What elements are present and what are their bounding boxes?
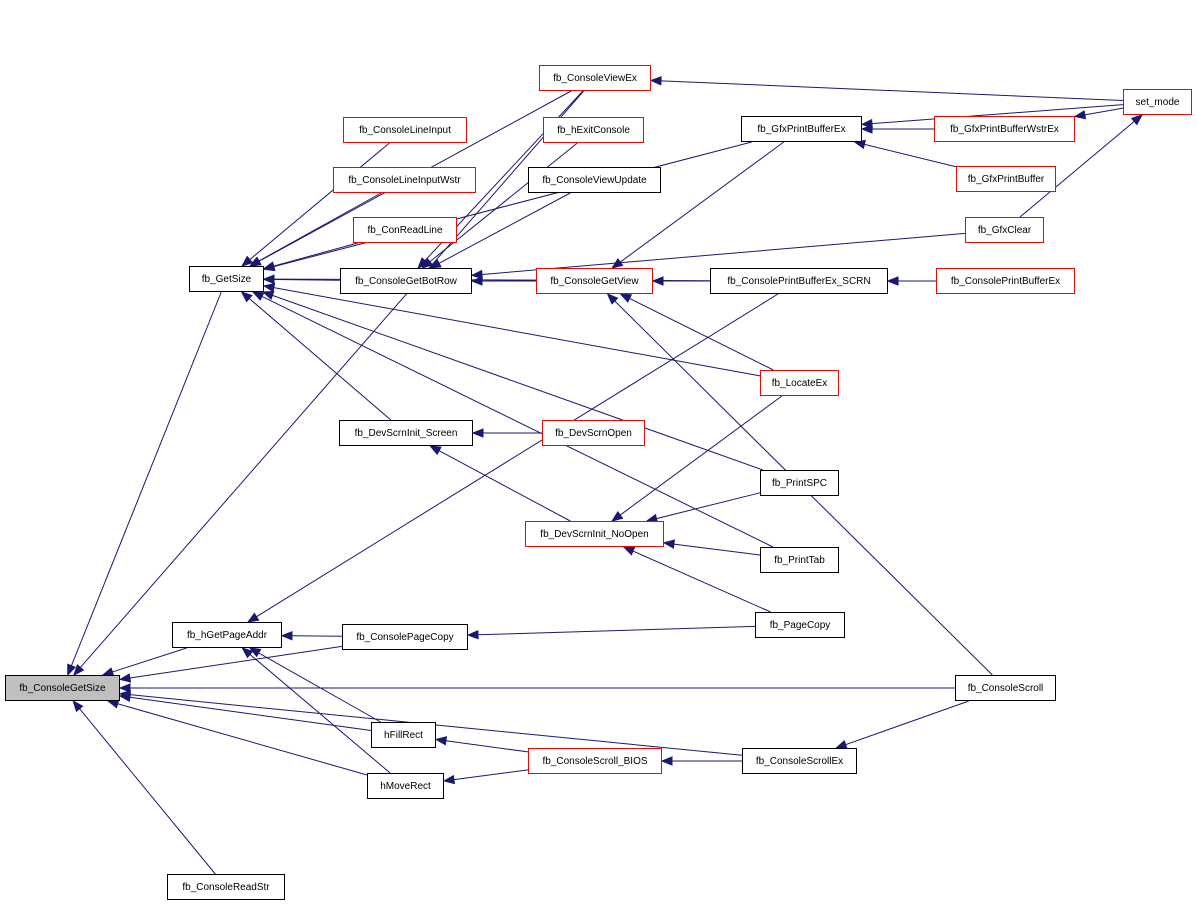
node-fb-devscrninit-screen[interactable]: fb_DevScrnInit_Screen (339, 420, 473, 446)
edge-pagecopyc-to-root (118, 645, 343, 683)
edge-setmode-to-gfxpbew (1073, 107, 1124, 120)
edge-scrollex-to-scrollbios (660, 756, 742, 766)
edge-viewex-to-root (72, 90, 585, 677)
node-fb-consolegetbotrow[interactable]: fb_ConsoleGetBotRow (340, 268, 472, 294)
node-fb-consoleviewex[interactable]: fb_ConsoleViewEx (539, 65, 651, 91)
node-fb-consoleviewupdate[interactable]: fb_ConsoleViewUpdate (528, 167, 661, 193)
edge-gfxclear-to-botrow (470, 232, 966, 280)
node-hmoverect[interactable]: hMoveRect (367, 773, 444, 799)
node-fb-gfxprintbufferex[interactable]: fb_GfxPrintBufferEx (741, 116, 862, 142)
edge-locateex-to-noopen (611, 395, 783, 522)
node-hfillrect[interactable]: hFillRect (371, 722, 436, 748)
node-fb-consolegetview[interactable]: fb_ConsoleGetView (536, 268, 653, 294)
node-fb-hexitconsole[interactable]: fb_hExitConsole (543, 117, 644, 143)
edge-gfxclear-to-setmode (1019, 114, 1143, 218)
node-fb-consoleprintbufferex-scrn[interactable]: fb_ConsolePrintBufferEx_SCRN (710, 268, 888, 294)
node-fb-consolepagecopy[interactable]: fb_ConsolePageCopy (342, 624, 468, 650)
node-fb-consolescroll-bios[interactable]: fb_ConsoleScroll_BIOS (528, 748, 662, 774)
node-fb-getsize[interactable]: fb_GetSize (189, 266, 264, 292)
node-fb-consolelineinput[interactable]: fb_ConsoleLineInput (343, 117, 467, 143)
edge-locateex-to-getview (619, 293, 774, 371)
edge-printtab-to-getsize (251, 291, 774, 548)
edge-scrnopen-to-initscreen (471, 428, 542, 438)
node-fb-locateex[interactable]: fb_LocateEx (760, 370, 839, 396)
edge-gfxpbe-to-getsize (262, 141, 752, 272)
node-fb-gfxprintbufferwstrex[interactable]: fb_GfxPrintBufferWstrEx (934, 116, 1075, 142)
edge-moverect-to-pageaddr (241, 647, 391, 774)
node-fb-conreadline[interactable]: fb_ConReadLine (353, 217, 457, 243)
edge-getsize-to-root (67, 291, 222, 677)
node-fb-devscrninit-noopen[interactable]: fb_DevScrnInit_NoOpen (525, 521, 664, 547)
edge-scrollbios-to-moverect (442, 769, 529, 785)
node-fb-consolereadstr[interactable]: fb_ConsoleReadStr (167, 874, 285, 900)
edge-fillrect-to-pageaddr (248, 647, 381, 723)
node-fb-consolescroll[interactable]: fb_ConsoleScroll (955, 675, 1056, 701)
edge-printspc-to-getsize (261, 291, 764, 471)
node-fb-hgetpageaddr[interactable]: fb_hGetPageAddr (172, 622, 282, 648)
node-fb-printtab[interactable]: fb_PrintTab (760, 547, 839, 573)
edge-scroll-to-root (118, 683, 955, 693)
edge-pbescrn-to-pageaddr (246, 293, 779, 623)
edge-printtab-to-noopen (662, 539, 761, 556)
edge-pbescrn-to-getview (651, 276, 710, 286)
node-fb-pagecopy[interactable]: fb_PageCopy (755, 612, 845, 638)
node-fb-printspc[interactable]: fb_PrintSPC (760, 470, 839, 496)
edge-getview-to-botrow (470, 276, 536, 286)
edge-pbe-to-pbescrn (886, 276, 936, 286)
edge-pagecopy-to-pagecopyc (466, 625, 756, 640)
node-fb-consoleprintbufferex[interactable]: fb_ConsolePrintBufferEx (936, 268, 1075, 294)
edge-noopen-to-initscreen (429, 445, 571, 522)
edge-readstr-to-root (72, 699, 216, 875)
node-fb-consolelineinputwstr[interactable]: fb_ConsoleLineInputWstr (333, 167, 476, 193)
edge-setmode-to-gfxpbe (860, 104, 1124, 129)
edge-locateex-to-getsize (262, 283, 761, 377)
node-set-mode[interactable]: set_mode (1123, 89, 1192, 115)
edge-gfxpbe-to-getview (611, 141, 785, 269)
edge-scroll-to-scrollex (834, 700, 969, 749)
node-fb-gfxclear[interactable]: fb_GfxClear (965, 217, 1044, 243)
edge-pagecopyc-to-pageaddr (280, 630, 343, 641)
edge-setmode-to-viewex (649, 76, 1124, 102)
edge-pagecopy-to-noopen (622, 546, 771, 613)
node-fb-consolegetsize[interactable]: fb_ConsoleGetSize (5, 675, 120, 701)
edge-lineinput-to-getsize (241, 142, 390, 267)
node-fb-devscrnopen[interactable]: fb_DevScrnOpen (542, 420, 645, 446)
edge-initscreen-to-getsize (240, 291, 392, 421)
node-fb-consolescrollex[interactable]: fb_ConsoleScrollEx (742, 748, 857, 774)
edge-scrollbios-to-fillrect (434, 736, 529, 753)
node-fb-gfxprintbuffer[interactable]: fb_GfxPrintBuffer (956, 166, 1056, 192)
edge-viewupd-to-botrow (429, 192, 571, 269)
